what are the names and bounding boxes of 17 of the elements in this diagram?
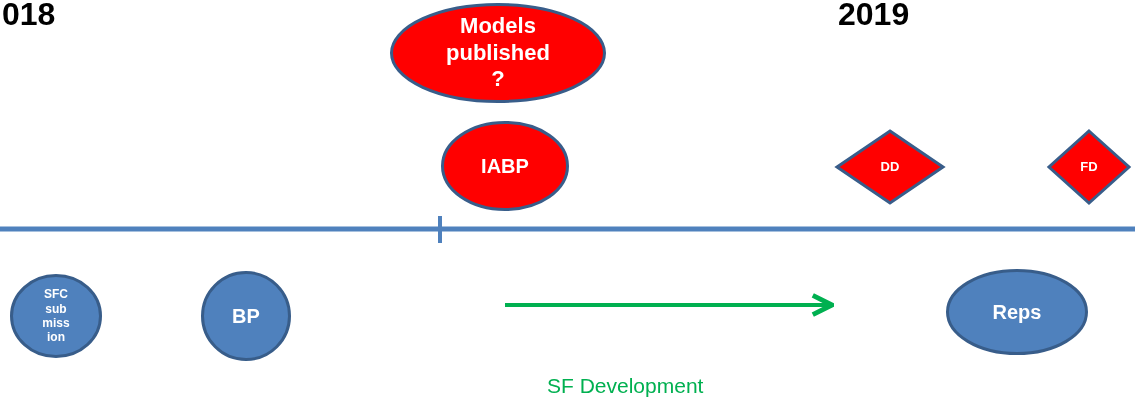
milestone-label: IABP: [481, 154, 529, 178]
milestone-label: DD: [880, 159, 900, 175]
milestone-label: Reps: [992, 300, 1042, 324]
milestone-label: BP: [232, 304, 260, 328]
milestone-label: SFC sub miss ion: [41, 287, 71, 345]
year-label: 2019: [838, 0, 910, 33]
milestone-ellipse: [201, 271, 291, 361]
milestone-ellipse: [441, 121, 569, 211]
milestone-ellipse: [10, 274, 102, 358]
milestone-diamond: [1046, 128, 1132, 206]
phase-label: SF Development: [547, 374, 704, 398]
milestone-label: Models published ?: [445, 13, 551, 93]
year-label: 018: [2, 0, 56, 33]
milestone-diamond: [834, 128, 946, 206]
milestone-ellipse: [390, 3, 606, 103]
milestone-ellipse: [946, 269, 1088, 355]
milestone-label: FD: [1080, 159, 1098, 175]
